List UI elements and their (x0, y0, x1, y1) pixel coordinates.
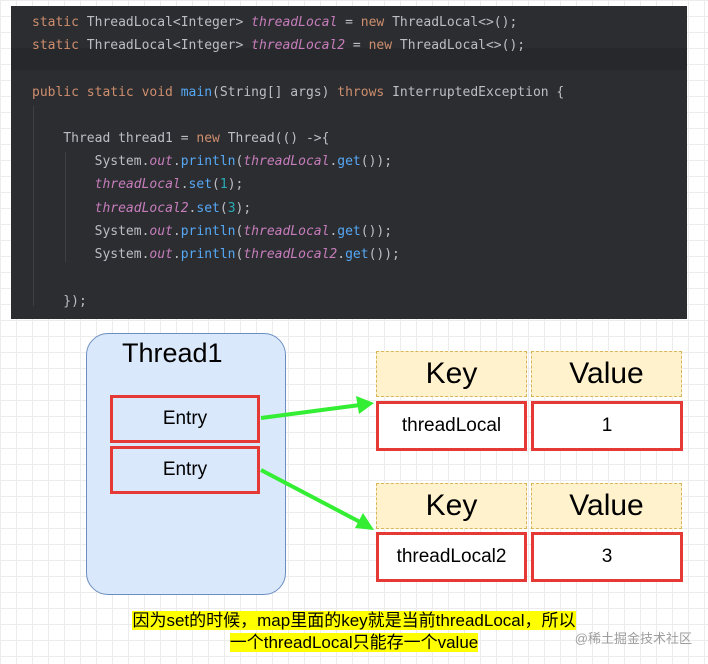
code-token: out (149, 224, 173, 239)
code-token: threadLocal2 (251, 38, 346, 53)
code-token: . (337, 247, 346, 262)
code-token: static (32, 15, 87, 30)
code-token: ( (235, 247, 244, 262)
code-token: ()); (360, 154, 393, 169)
code-token: = (345, 38, 369, 53)
code-line-13: }); (32, 292, 87, 312)
code-line-7: System.out.println(threadLocal.get()); (32, 152, 392, 172)
code-token: static (32, 38, 87, 53)
code-token: ()); (360, 224, 393, 239)
code-token: println (180, 154, 236, 169)
code-token: threadLocal (94, 177, 181, 192)
code-token: new (368, 38, 400, 53)
code-token: ThreadLocal<>(); (399, 38, 526, 53)
map1-value-header: Value (531, 351, 682, 397)
code-token: 3 (227, 201, 236, 216)
code-token: ThreadLocal<>(); (392, 15, 518, 30)
code-token: threadLocal2 (94, 201, 189, 216)
code-token: ); (235, 201, 252, 216)
arrow-entry2-line (260, 468, 361, 524)
code-token: ()); (368, 247, 400, 262)
code-line-4: public static void main(String[] args) t… (32, 83, 564, 103)
arrow-entry1-line (260, 403, 361, 420)
code-token: println (180, 247, 236, 262)
code-token: . (172, 154, 181, 169)
code-token: System. (32, 154, 150, 169)
code-token: = (337, 15, 361, 30)
code-token: ( (235, 224, 244, 239)
code-token: (String[] args) (212, 85, 338, 100)
code-token: get (345, 247, 369, 262)
current-line-highlight (11, 48, 687, 70)
code-token: get (337, 154, 361, 169)
indent-guide (33, 106, 34, 306)
entry-1: Entry (110, 395, 260, 443)
code-token: ( (219, 201, 228, 216)
code-token: out (149, 154, 173, 169)
thread-title: Thread1 (122, 338, 223, 368)
code-line-11: System.out.println(threadLocal2.get()); (32, 245, 400, 265)
code-token: . (329, 224, 338, 239)
code-token: ( (235, 154, 244, 169)
code-token: . (172, 247, 181, 262)
code-token: . (172, 224, 181, 239)
caption: 因为set的时候，map里面的key就是当前threadLocal，所以 一个t… (0, 610, 708, 654)
code-line-10: System.out.println(threadLocal.get()); (32, 222, 392, 242)
code-token: . (329, 154, 338, 169)
code-token: throws (337, 85, 393, 100)
code-token: public static void (32, 85, 181, 100)
code-token: threadLocal (251, 15, 338, 30)
map2-value-cell: 3 (531, 532, 683, 582)
indent-guide (65, 152, 66, 262)
code-token: Thread thread1 = (32, 131, 197, 146)
code-token: ThreadLocal<Integer> (86, 15, 252, 30)
code-token: System. (32, 224, 150, 239)
code-line-8: threadLocal.set(1); (32, 175, 244, 195)
thread-box (86, 333, 286, 595)
code-token: }); (32, 294, 87, 309)
code-token: main (180, 85, 213, 100)
code-token: . (188, 201, 197, 216)
code-line-2: static ThreadLocal<Integer> threadLocal2… (32, 36, 525, 56)
code-token: threadLocal (243, 154, 330, 169)
map1-value-cell: 1 (531, 401, 683, 451)
code-token: set (188, 177, 213, 192)
caption-line-1: 因为set的时候，map里面的key就是当前threadLocal，所以 (132, 611, 576, 630)
code-line-9: threadLocal2.set(3); (32, 199, 252, 219)
code-token: ( (212, 177, 220, 192)
code-token: ); (227, 177, 244, 192)
map2-key-cell: threadLocal2 (376, 532, 527, 582)
code-token: . (180, 177, 189, 192)
code-token: threadLocal2 (243, 247, 338, 262)
code-token: set (196, 201, 220, 216)
code-line-1: static ThreadLocal<Integer> threadLocal … (32, 13, 517, 33)
code-line-6: Thread thread1 = new Thread(() ->{ (32, 129, 329, 149)
code-token: out (149, 247, 173, 262)
code-token: new (360, 15, 393, 30)
arrow-entry2-head (355, 513, 374, 530)
map2-value-header: Value (531, 483, 682, 529)
code-token: threadLocal (243, 224, 330, 239)
map1-key-cell: threadLocal (376, 401, 527, 451)
code-token: 1 (219, 177, 228, 192)
code-editor: static ThreadLocal<Integer> threadLocal … (11, 6, 687, 319)
caption-line-2: 一个threadLocal只能存一个value (229, 633, 479, 652)
code-token: System. (32, 247, 150, 262)
watermark: @稀土掘金技术社区 (574, 631, 692, 646)
map2-key-header: Key (376, 483, 527, 529)
entry-2: Entry (110, 446, 260, 494)
code-token: ThreadLocal<Integer> (86, 38, 252, 53)
map1-key-header: Key (376, 351, 527, 397)
arrow-entry1-head (356, 396, 374, 414)
code-token: InterruptedException { (392, 85, 565, 100)
code-token: new (196, 131, 228, 146)
code-token: println (180, 224, 236, 239)
code-token: Thread(() ->{ (227, 131, 330, 146)
code-token: get (337, 224, 361, 239)
